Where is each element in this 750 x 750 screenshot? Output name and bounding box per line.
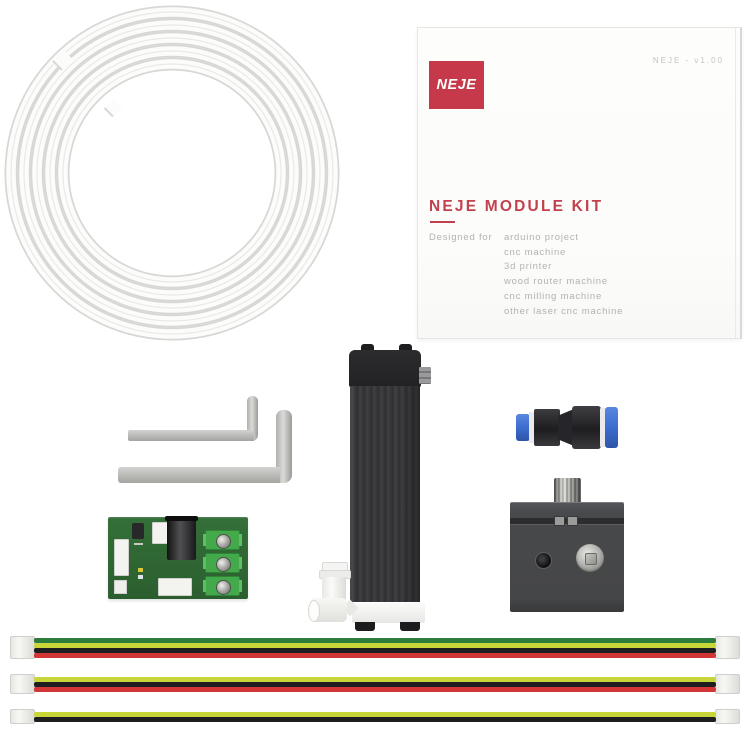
wire <box>34 686 716 692</box>
groove-tab <box>567 516 578 526</box>
elbow-outlet <box>308 600 320 622</box>
cable-3pin <box>10 674 740 694</box>
neje-logo: NEJE <box>429 61 484 109</box>
pcb-led <box>138 568 143 572</box>
cable-wires <box>34 674 716 694</box>
wrench-vertical-arm <box>276 410 292 483</box>
cable-connector <box>715 636 740 659</box>
fitting-taper <box>558 409 574 446</box>
pcb-connector <box>114 539 129 576</box>
blue-collet <box>516 414 530 441</box>
application-list: arduino project cnc machine 3d printer wood… <box>504 231 623 319</box>
focus-mount-block <box>510 478 626 615</box>
cable-connector <box>715 709 740 724</box>
fitting-ring <box>600 408 606 447</box>
air-tube-coil <box>4 5 340 341</box>
cable-wires <box>34 636 716 659</box>
blue-collet <box>605 407 618 448</box>
laser-module <box>300 340 445 636</box>
application-item: 3d printer <box>504 261 553 273</box>
application-item: arduino project <box>504 232 579 243</box>
elbow-vertical-body <box>322 577 346 602</box>
designed-for-label: Designed for <box>429 232 493 243</box>
fitting-large-body <box>572 406 601 449</box>
cable-connector <box>10 636 35 659</box>
wire <box>34 637 716 643</box>
wire <box>34 652 716 658</box>
box-version-text: NEJE - v1.00 <box>652 56 724 65</box>
wire <box>34 681 716 687</box>
module-foot <box>400 622 420 631</box>
fitting-ring <box>529 412 535 443</box>
terminal-screw <box>216 557 231 572</box>
neje-logo-text: NEJE <box>436 77 477 93</box>
cable-2pin <box>10 709 740 724</box>
fitting-small-body <box>534 409 560 446</box>
terminal-unit <box>203 576 242 596</box>
hex-wrench-small <box>128 396 258 441</box>
pcb-connector <box>158 578 192 596</box>
terminal-screw <box>216 580 231 595</box>
cable-connector <box>715 674 740 694</box>
module-foot <box>355 622 375 631</box>
module-base <box>352 602 425 623</box>
cable-connector <box>10 709 35 724</box>
tube-rings <box>4 5 340 341</box>
application-item: other laser cnc machine <box>504 305 624 317</box>
tube-end <box>52 50 73 71</box>
product-box: NEJE NEJE - v1.00 NEJE MODULE KIT Design… <box>417 27 742 339</box>
adjustment-knob <box>554 478 581 504</box>
wire <box>34 711 716 717</box>
wrench-vertical-arm <box>247 396 258 441</box>
terminal-unit <box>203 553 242 573</box>
module-top-cap <box>349 350 421 387</box>
block-screw <box>576 544 604 572</box>
module-heatsink-body <box>350 386 420 603</box>
hex-wrench-large <box>118 410 292 483</box>
cable-connector <box>10 674 35 694</box>
air-elbow-fitting <box>308 562 359 624</box>
application-item: wood router machine <box>504 276 608 288</box>
pcb-component <box>132 523 144 539</box>
wrench-horizontal-arm <box>128 430 254 441</box>
designed-for-row: Designed for arduino project cnc machine 3… <box>429 231 623 319</box>
box-title: NEJE MODULE KIT <box>429 198 604 215</box>
tube-end <box>103 98 123 118</box>
pcb-silkscreen-mark <box>134 543 143 545</box>
dc-power-jack <box>165 516 198 560</box>
pneumatic-reducer-fitting <box>516 406 618 449</box>
title-underline <box>430 221 455 223</box>
terminal-screw <box>216 534 231 549</box>
block-hole <box>535 552 552 569</box>
wire <box>34 647 716 653</box>
application-item: cnc milling machine <box>504 290 603 302</box>
terminal-unit <box>203 530 242 550</box>
pcb-led <box>138 575 143 579</box>
module-connector <box>419 367 431 384</box>
wrench-horizontal-arm <box>118 467 280 483</box>
screw-terminal-block <box>203 530 242 596</box>
cable-wires <box>34 709 716 724</box>
pcb-pad <box>114 580 127 594</box>
wire <box>34 716 716 722</box>
wire <box>34 676 716 682</box>
cable-4pin <box>10 636 740 659</box>
application-item: cnc machine <box>504 246 567 258</box>
driver-board <box>108 516 248 599</box>
groove-tab <box>554 516 565 526</box>
wire <box>34 642 716 648</box>
